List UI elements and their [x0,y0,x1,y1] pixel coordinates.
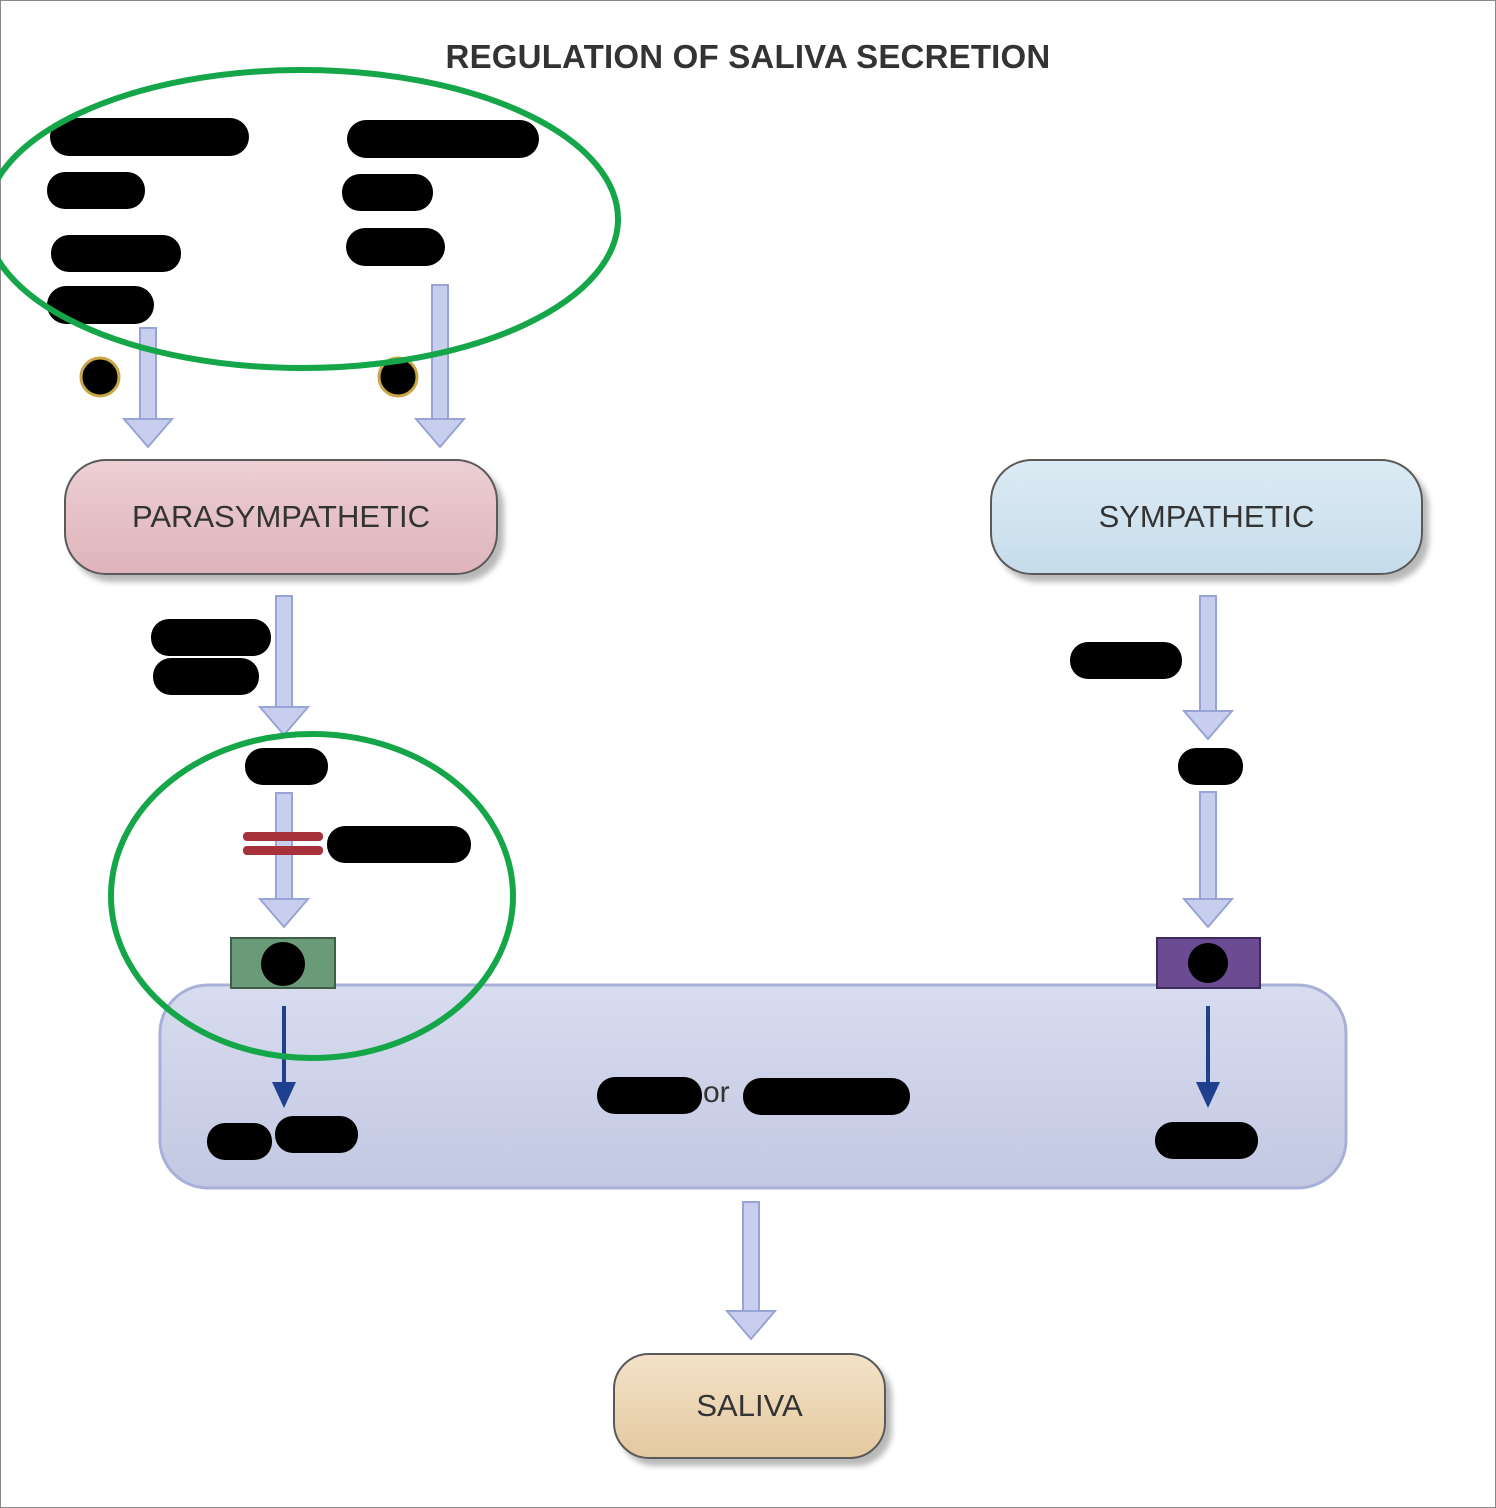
redacted-label [47,286,154,324]
redacted-label [1178,748,1243,785]
sympathetic-label: SYMPATHETIC [1098,499,1315,534]
highlight-circle-inputs [0,67,621,371]
parasympathetic-node: PARASYMPATHETIC [64,459,498,575]
redacted-receptor-symp-label [1188,943,1228,983]
redacted-receptor-para-label [261,942,305,986]
redacted-label [151,619,271,656]
arrow-intracellular-symp [1196,1006,1220,1108]
sympathetic-node: SYMPATHETIC [990,459,1423,575]
arrow-right-input [413,284,467,449]
redacted-label [50,118,249,156]
redacted-label [207,1123,272,1160]
redacted-label [1070,642,1182,679]
inhibitor-block-mark [243,832,323,855]
saliva-label: SALIVA [696,1388,803,1423]
redacted-labels [47,118,1258,1160]
redacted-label [346,228,445,266]
redacted-label [245,748,328,785]
arrow-symp-to-transmitter [1181,595,1235,741]
redacted-label [275,1116,358,1153]
parasympathetic-label: PARASYMPATHETIC [132,499,430,534]
arrow-para-to-transmitter [257,595,311,737]
redacted-label [1155,1122,1258,1159]
arrow-transmitter-to-receptor-para [257,792,311,929]
redacted-label [597,1077,702,1114]
arrow-cell-to-saliva [724,1201,778,1341]
redacted-label [327,826,471,863]
redacted-label [153,658,259,695]
highlight-circle-receptor [108,731,516,1061]
redacted-label [743,1078,910,1115]
redacted-label [51,235,181,272]
redacted-label [47,172,145,209]
redacted-label [347,120,539,158]
redacted-label [342,174,433,211]
arrow-intracellular-para [272,1006,296,1108]
diagram-title: REGULATION OF SALIVA SECRETION [445,38,1051,75]
saliva-node: SALIVA [613,1353,886,1459]
arrow-transmitter-to-receptor-symp [1181,791,1235,929]
redacted-marker-left [79,356,121,398]
or-connector-text: or [703,1076,730,1109]
